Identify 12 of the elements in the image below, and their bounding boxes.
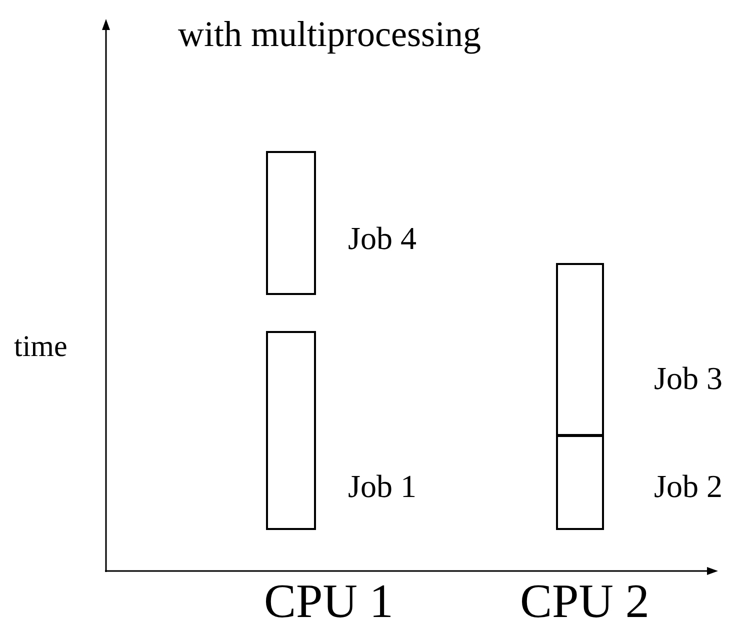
job-label: Job 2 <box>654 470 722 502</box>
job-bar <box>556 263 604 436</box>
cpu-label: CPU 1 <box>264 578 394 626</box>
diagram-title: with multiprocessing <box>178 16 481 52</box>
job-label: Job 1 <box>348 470 416 502</box>
job-label: Job 3 <box>654 362 722 394</box>
job-bar <box>266 151 316 295</box>
job-bar <box>556 435 604 530</box>
cpu-label: CPU 2 <box>520 578 650 626</box>
job-label: Job 4 <box>348 222 416 254</box>
job-bar <box>266 331 316 530</box>
axis-label: time <box>14 332 68 362</box>
